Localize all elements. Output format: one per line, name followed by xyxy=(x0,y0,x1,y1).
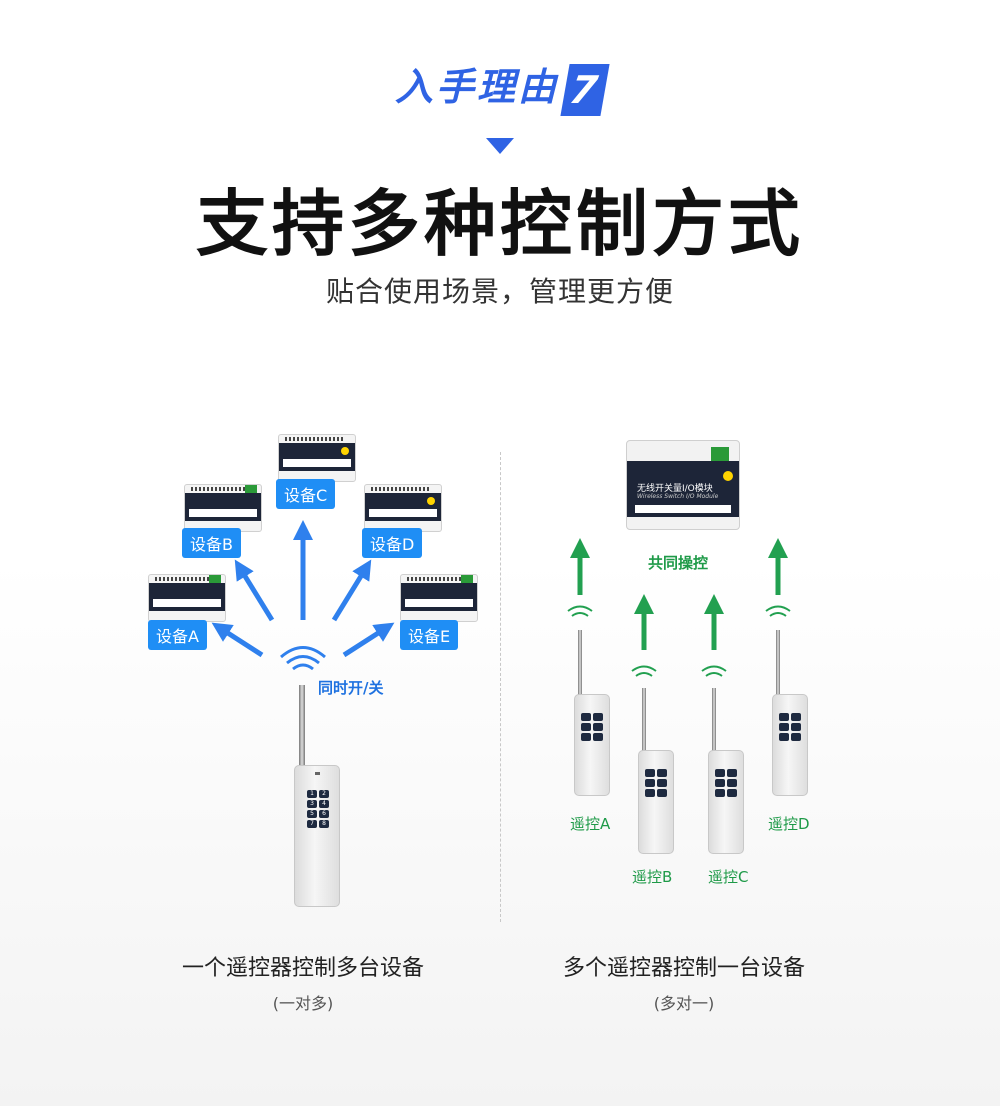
device-tag-b: 设备B xyxy=(182,528,241,558)
center-divider xyxy=(500,452,501,922)
remote-label-d: 遥控D xyxy=(768,815,810,833)
module-sublabel: Wireless Switch I/O Module xyxy=(637,493,719,500)
remote-b-antenna xyxy=(642,688,646,752)
remote-control-large: 1 2 3 4 5 6 7 8 xyxy=(294,765,340,907)
device-module-c xyxy=(278,434,356,482)
left-caption-sub: (一对多) xyxy=(272,994,334,1013)
device-tag-c: 设备C xyxy=(276,479,336,509)
remote-d xyxy=(772,694,808,796)
device-tag-d: 设备D xyxy=(362,528,423,558)
remote-d-antenna xyxy=(776,630,780,696)
shared-control-label: 共同操控 xyxy=(648,554,709,572)
remote-a xyxy=(574,694,610,796)
wifi-icon xyxy=(280,646,326,671)
device-module-b xyxy=(184,484,262,532)
down-triangle-icon xyxy=(486,138,514,154)
device-module-a xyxy=(148,574,226,622)
device-tag-e: 设备E xyxy=(400,620,459,650)
device-tag-a: 设备A xyxy=(148,620,207,650)
page-title: 支持多种控制方式 xyxy=(195,182,804,266)
module-label: 无线开关量I/O模块 xyxy=(637,484,713,494)
left-caption: 一个遥控器控制多台设备 xyxy=(181,956,424,981)
reason-label: 入手理由 xyxy=(394,65,559,109)
device-module-d xyxy=(364,484,442,532)
right-caption-sub: (多对一) xyxy=(653,994,715,1013)
signal-label: 同时开/关 xyxy=(318,679,384,697)
remote-c-antenna xyxy=(712,688,716,752)
device-module-e xyxy=(400,574,478,622)
remote-label-b: 遥控B xyxy=(632,868,673,886)
remote-b xyxy=(638,750,674,854)
remote-a-antenna xyxy=(578,630,582,696)
right-caption: 多个遥控器控制一台设备 xyxy=(562,956,805,981)
remote-label-a: 遥控A xyxy=(570,815,611,833)
remote-label-c: 遥控C xyxy=(708,868,749,886)
page-subtitle: 贴合使用场景，管理更方便 xyxy=(325,275,674,308)
io-module: 无线开关量I/O模块 Wireless Switch I/O Module xyxy=(626,440,740,530)
remote-antenna xyxy=(299,685,305,767)
remote-c xyxy=(708,750,744,854)
